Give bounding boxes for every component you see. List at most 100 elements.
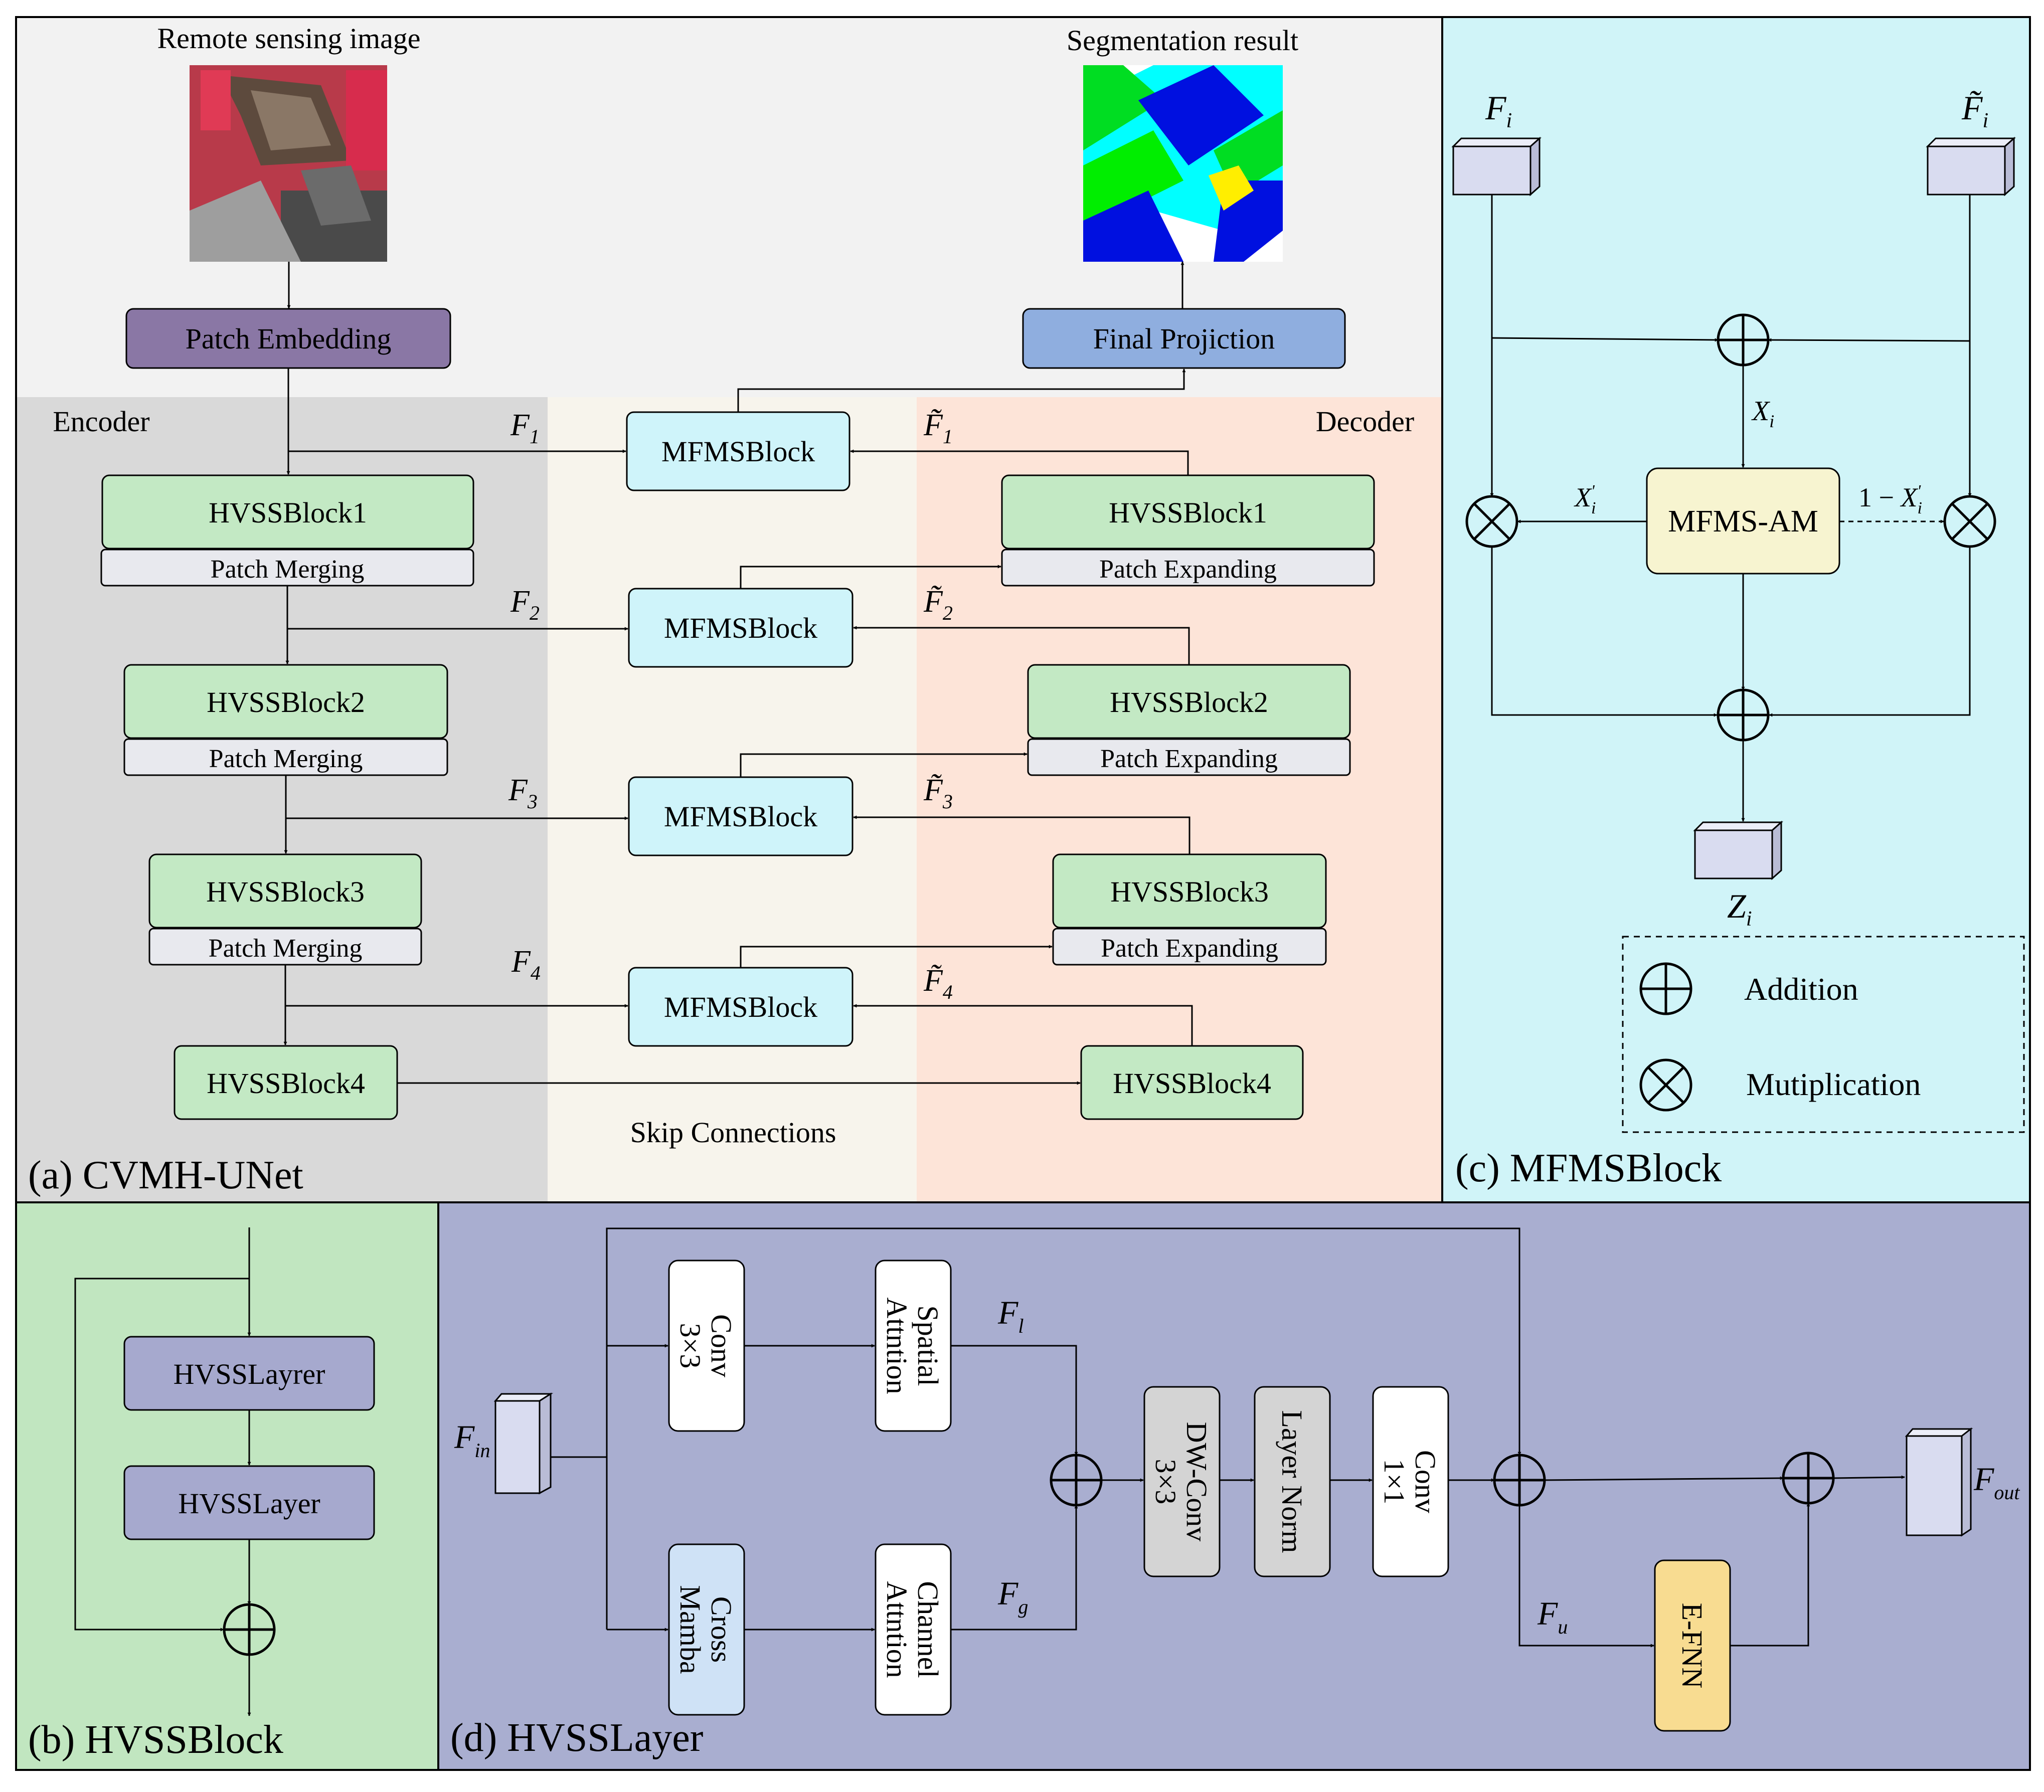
encoder-block-2-label: HVSSBlock2 (207, 686, 365, 719)
mfms-block-4: MFMSBlock (628, 967, 854, 1047)
feature-f2: F2 (510, 585, 540, 624)
panel-c-background (1442, 17, 2030, 1202)
channel-attention-block: Channel Attntion (875, 1543, 952, 1716)
output-cube (1693, 820, 1783, 880)
panel-c-legend: Addition Mutiplication (1622, 936, 2025, 1133)
feature-f1: F1 (510, 408, 540, 448)
mfms-block-3: MFMSBlock (628, 776, 854, 856)
spatial-attention-line2: Attntion (881, 1297, 913, 1394)
patch-expanding-1-label: Patch Expanding (1099, 555, 1277, 584)
dw-conv-line2: 3×3 (1149, 1459, 1182, 1505)
multiply-operator-left (1465, 495, 1518, 548)
efnn-line1: E-FNN (1676, 1603, 1709, 1689)
mfms-block-2: MFMSBlock (628, 588, 854, 668)
panel-d-connectors (551, 1227, 1905, 1648)
decoder-block-3: HVSSBlock3 Patch Expanding (1052, 853, 1327, 966)
hvss-layer-1-label: HVSSLayrer (174, 1358, 325, 1390)
output-cube-fout (1905, 1427, 1973, 1537)
skip-connections-label: Skip Connections (630, 1116, 836, 1149)
panel-d: Fin Fout Fl Fg Fu Conv 3×3 Spatial Attnt… (450, 1227, 2020, 1760)
fg-label: Fg (997, 1575, 1028, 1618)
mfms-block-3-label: MFMSBlock (664, 800, 817, 833)
input-image-label: Remote sensing image (157, 22, 420, 55)
patch-embedding: Patch Embedding (125, 308, 451, 369)
conv1x1-line1: Conv (1409, 1450, 1442, 1513)
addition-operator-d1 (1050, 1454, 1103, 1507)
encoder-block-1: HVSSBlock1 Patch Merging (100, 474, 474, 587)
panel-c-connectors (1490, 195, 1972, 822)
patch-merging-3-label: Patch Merging (209, 934, 363, 963)
spatial-attention-block: Spatial Attntion (875, 1260, 952, 1432)
mfms-block-1: MFMSBlock (626, 411, 850, 491)
input-label-fin: Fin (454, 1419, 490, 1462)
segmentation-image (1083, 65, 1283, 262)
panel-c: Fi F̃i Zi Xi Xi' 1 − Xi' MFMS-AM (1451, 89, 2025, 1190)
x-label: Xi (1751, 396, 1774, 431)
panel-c-caption: (c) MFMSBlock (1455, 1146, 1722, 1190)
dw-conv-block: DW-Conv 3×3 (1143, 1386, 1221, 1577)
conv3x3-block: Conv 3×3 (668, 1260, 745, 1432)
legend-addition-label: Addition (1744, 971, 1858, 1007)
x-prime-label: Xi' (1574, 482, 1596, 517)
feature-f4-tilde: F̃4 (923, 964, 953, 1003)
mfms-block-2-label: MFMSBlock (664, 612, 817, 644)
encoder-block-2: HVSSBlock2 Patch Merging (123, 664, 448, 776)
channel-attention-line2: Attntion (881, 1581, 913, 1678)
panel-b-connectors (74, 1227, 251, 1716)
panel-a-connectors (283, 368, 1193, 1085)
input-label-fi: Fi (1485, 89, 1512, 132)
panel-b: HVSSLayrer HVSSLayer (b) HVSSBlock (28, 1227, 375, 1762)
output-image-label: Segmentation result (1067, 24, 1298, 57)
encoder-block-4-label: HVSSBlock4 (207, 1067, 365, 1100)
feature-f2-tilde: F̃2 (923, 585, 953, 624)
encoder-block-3: HVSSBlock3 Patch Merging (148, 853, 422, 966)
multiply-operator-right (1943, 495, 1996, 548)
hvss-layer-2: HVSSLayer (123, 1465, 375, 1540)
panel-borders (15, 16, 2031, 1771)
input-cube-left (1451, 136, 1542, 197)
hvss-layer-1: HVSSLayrer (123, 1336, 375, 1411)
mfms-block-1-label: MFMSBlock (661, 435, 815, 468)
output-label-fout: Fout (1973, 1461, 2020, 1504)
decoder-label: Decoder (1316, 405, 1414, 438)
remote-sensing-image (190, 65, 387, 262)
encoder-block-4: HVSSBlock4 (174, 1045, 398, 1120)
final-projection-label: Final Projiction (1093, 322, 1275, 355)
decoder-block-1-label: HVSSBlock1 (1109, 496, 1267, 529)
addition-operator-d2 (1493, 1454, 1546, 1507)
feature-f4: F4 (511, 945, 541, 984)
input-label-fi-tilde: F̃i (1961, 89, 1988, 132)
fu-label: Fu (1537, 1595, 1568, 1638)
cross-mamba-block: Cross Mamba (668, 1543, 745, 1716)
dw-conv-line1: DW-Conv (1180, 1422, 1213, 1541)
conv3x3-line2: 3×3 (674, 1323, 707, 1369)
one-minus-label: 1 − Xi' (1858, 482, 1922, 517)
hvss-layer-2-label: HVSSLayer (178, 1487, 320, 1520)
final-projection: Final Projiction (1022, 308, 1346, 369)
efnn-block: E-FNN (1654, 1559, 1731, 1732)
input-cube-fin (493, 1392, 554, 1495)
addition-operator-top (1717, 313, 1770, 367)
layer-norm-block: Layer Norm (1254, 1386, 1331, 1577)
feature-f3: F3 (508, 773, 538, 813)
decoder-block-1: HVSSBlock1 Patch Expanding (1001, 474, 1375, 587)
panel-d-caption: (d) HVSSLayer (450, 1716, 703, 1760)
patch-embedding-label: Patch Embedding (186, 322, 392, 355)
decoder-block-4-label: HVSSBlock4 (1113, 1067, 1271, 1100)
legend-multiplication-label: Mutiplication (1746, 1066, 1921, 1102)
legend-multiply-icon (1639, 1058, 1692, 1112)
cross-mamba-line2: Mamba (674, 1585, 707, 1674)
addition-operator-d3 (1782, 1452, 1835, 1505)
mfms-block-4-label: MFMSBlock (664, 991, 817, 1023)
input-cube-right (1926, 136, 2016, 197)
patch-merging-1-label: Patch Merging (211, 555, 365, 584)
conv3x3-line1: Conv (705, 1314, 738, 1377)
patch-expanding-2-label: Patch Expanding (1100, 745, 1278, 773)
fl-label: Fl (997, 1295, 1024, 1337)
decoder-block-3-label: HVSSBlock3 (1110, 875, 1269, 908)
addition-operator-bottom (1717, 688, 1770, 742)
patch-expanding-3-label: Patch Expanding (1101, 934, 1278, 963)
encoder-block-1-label: HVSSBlock1 (209, 496, 367, 529)
legend-addition-icon (1639, 962, 1692, 1015)
